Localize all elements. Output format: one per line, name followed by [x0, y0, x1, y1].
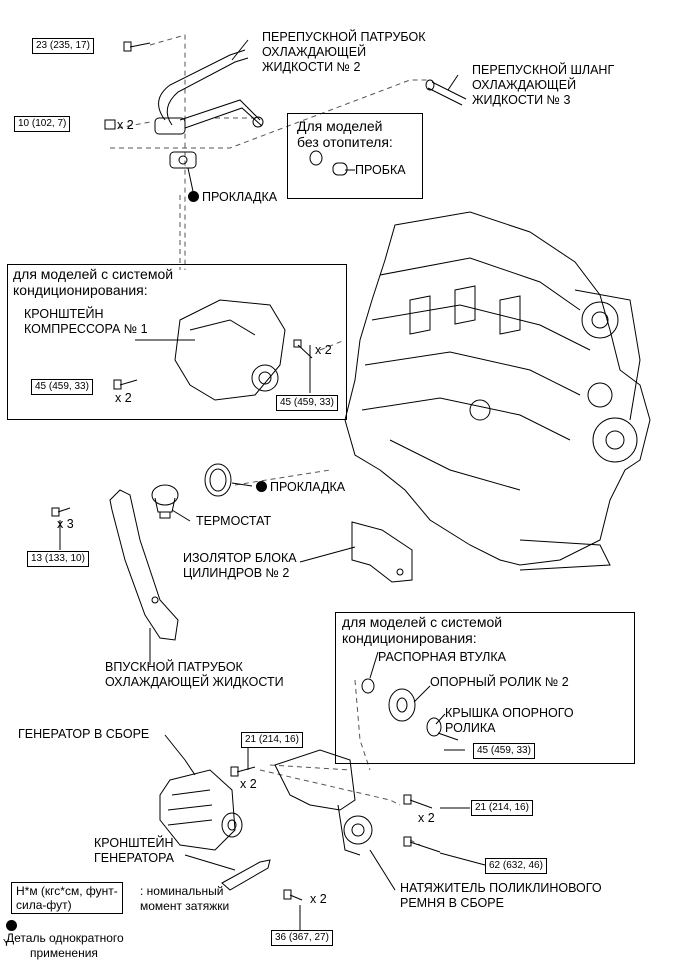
legend-unit-box: Н*м (кгс*см, фунт- сила-фут)	[11, 882, 123, 914]
compressor-bracket-drawing	[174, 299, 286, 401]
non-reusable-dot-icon	[256, 481, 267, 492]
torque-t9: 62 (632, 46)	[485, 858, 547, 874]
bypass-hose-label: ПЕРЕПУСКНОЙ ШЛАНГ ОХЛАЖДАЮЩЕЙ ЖИДКОСТИ №…	[472, 63, 615, 107]
idler-2-label: ОПОРНЫЙ РОЛИК № 2	[430, 675, 569, 689]
bypass-hose-drawing	[425, 79, 467, 106]
thermostat-label: ТЕРМОСТАТ	[196, 514, 272, 528]
torque-t4: 45 (459, 33)	[276, 395, 338, 411]
ac-box-2	[335, 612, 635, 764]
ac-box-2-title: для моделей с системой кондиционирования…	[342, 614, 503, 646]
gasket-label-2: ПРОКЛАДКА	[256, 480, 345, 495]
corner-mark: Y	[3, 938, 10, 949]
spacer-label: РАСПОРНАЯ ВТУЛКА	[378, 650, 506, 664]
multiplier-m2: x 2	[115, 391, 132, 405]
block-insulator-drawing	[351, 521, 413, 583]
alternator-bracket-label: КРОНШТЕЙН ГЕНЕРАТОРА	[94, 836, 174, 865]
plug-label: ПРОБКА	[355, 163, 406, 177]
non-reusable-dot-icon	[188, 191, 199, 202]
multiplier-m4: x 3	[57, 517, 74, 531]
ac-box-1-title: для моделей с системой кондиционирования…	[13, 266, 174, 298]
alternator-bracket-drawing	[221, 859, 271, 891]
legend-unit-description: : номинальный момент затяжки	[140, 884, 230, 913]
multiplier-m3: x 2	[117, 118, 134, 132]
no-heater-title: Для моделей без отопителя:	[297, 118, 393, 150]
bypass-pipe-label: ПЕРЕПУСКНОЙ ПАТРУБОК ОХЛАЖДАЮЩЕЙ ЖИДКОСТ…	[262, 30, 426, 74]
plug-drawing	[309, 150, 348, 176]
block-insulator-label: ИЗОЛЯТОР БЛОКА ЦИЛИНДРОВ № 2	[183, 551, 297, 580]
leader-lines	[59, 39, 486, 930]
thermostat-drawing	[151, 484, 179, 519]
non-reusable-dot-icon	[6, 920, 17, 931]
inlet-pipe-label: ВПУСКНОЙ ПАТРУБОК ОХЛАЖДАЮЩЕЙ ЖИДКОСТИ	[105, 660, 284, 689]
multiplier-m5: x 2	[240, 777, 257, 791]
gasket-ring-drawing	[204, 463, 232, 497]
gasket-top-drawing	[169, 151, 197, 169]
tensioner-drawing	[274, 749, 373, 856]
tensioner-label: НАТЯЖИТЕЛЬ ПОЛИКЛИНОВОГО РЕМНЯ В СБОРЕ	[400, 881, 602, 910]
idler-cover-label: КРЫШКА ОПОРНОГО РОЛИКА	[445, 706, 574, 735]
engine-block-drawing	[344, 211, 651, 571]
no-heater-box	[287, 113, 423, 199]
ac-box-1	[7, 264, 347, 420]
legend-non-reusable: Деталь однократного применения	[6, 920, 124, 961]
compressor-bracket-label: КРОНШТЕЙН КОМПРЕССОРА № 1	[24, 307, 148, 336]
torque-t5: 13 (133, 10)	[27, 551, 89, 567]
alternator-drawing	[159, 769, 243, 851]
inlet-pipe-drawing	[109, 489, 179, 641]
torque-t10: 36 (367, 27)	[271, 930, 333, 946]
bypass-pipe-drawing	[154, 49, 264, 135]
torque-t1: 23 (235, 17)	[32, 38, 94, 54]
gasket-label-1: ПРОКЛАДКА	[188, 190, 277, 205]
torque-t3: 45 (459, 33)	[31, 379, 93, 395]
torque-t6: 45 (459, 33)	[473, 743, 535, 759]
multiplier-m7: x 2	[310, 892, 327, 906]
multiplier-m6: x 2	[418, 811, 435, 825]
torque-t2: 10 (102, 7)	[14, 116, 71, 132]
multiplier-m1: x 2	[315, 343, 332, 357]
idler-parts-drawing	[361, 678, 442, 737]
bolt-drawings	[51, 41, 459, 901]
torque-t8: 21 (214, 16)	[471, 800, 533, 816]
torque-t7: 21 (214, 16)	[241, 732, 303, 748]
alternator-label: ГЕНЕРАТОР В СБОРЕ	[18, 727, 150, 741]
